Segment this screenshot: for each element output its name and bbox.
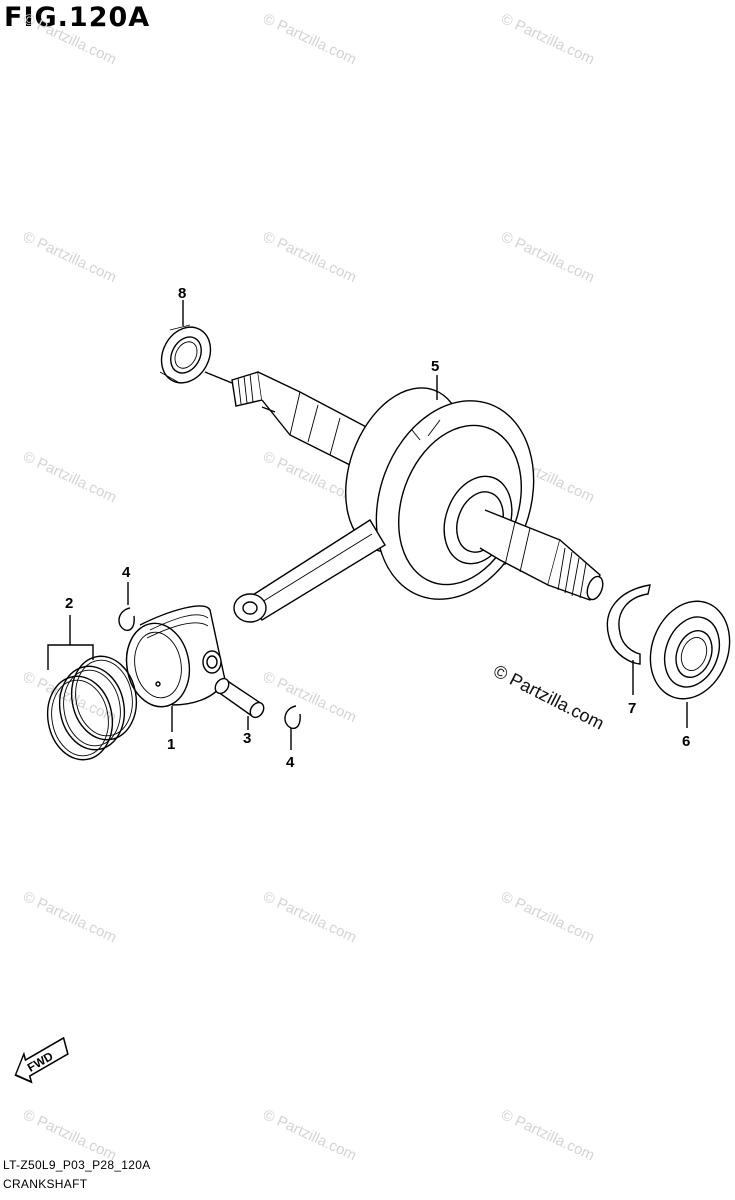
bearing-right [649,600,731,700]
watermark: © Partzilla.com [260,1106,359,1164]
watermark: © Partzilla.com [20,448,119,506]
watermark: © Partzilla.com [20,228,119,286]
watermark: © Partzilla.com [498,1106,597,1164]
watermark: © Partzilla.com [20,888,119,946]
piston-rings [46,655,138,761]
callout-4a: 4 [122,564,131,581]
fwd-direction-arrow: FWD [14,1036,69,1084]
watermark: © Partzilla.com [20,1106,119,1164]
leader-bracket [47,615,94,670]
watermark: © Partzilla.com [498,888,597,946]
watermark: © Partzilla.com [260,10,359,68]
oil-seal-left [159,324,212,384]
watermark: © Partzilla.com [260,228,359,286]
watermark: © Partzilla.com [20,10,119,68]
piston [125,605,226,708]
callout-1: 1 [167,736,175,753]
figure-name: CRANKSHAFT [3,1177,88,1191]
callout-6: 6 [682,733,690,750]
callout-3: 3 [243,730,251,747]
callout-7: 8 [178,285,186,302]
watermark: © Partzilla.com [498,10,597,68]
callout-4b: 4 [286,754,295,771]
callout-2: 2 [65,595,73,612]
callout-5: 5 [431,358,439,375]
callout-8: 7 [628,700,636,717]
watermark: © Partzilla.com [260,668,359,726]
shim-washer [606,584,651,665]
figure-title: FIG.120A [4,2,151,33]
crankshaft-assembly [231,371,604,623]
watermark: © Partzilla.com [498,228,597,286]
figure-code: LT-Z50L9_P03_P28_120A [3,1158,151,1172]
center-watermark: © Partzilla.com [490,661,607,734]
watermark: © Partzilla.com [260,888,359,946]
circlip-upper [118,607,135,632]
circlip-lower [284,705,301,730]
leader-line [204,371,233,384]
piston-pin [214,677,265,719]
